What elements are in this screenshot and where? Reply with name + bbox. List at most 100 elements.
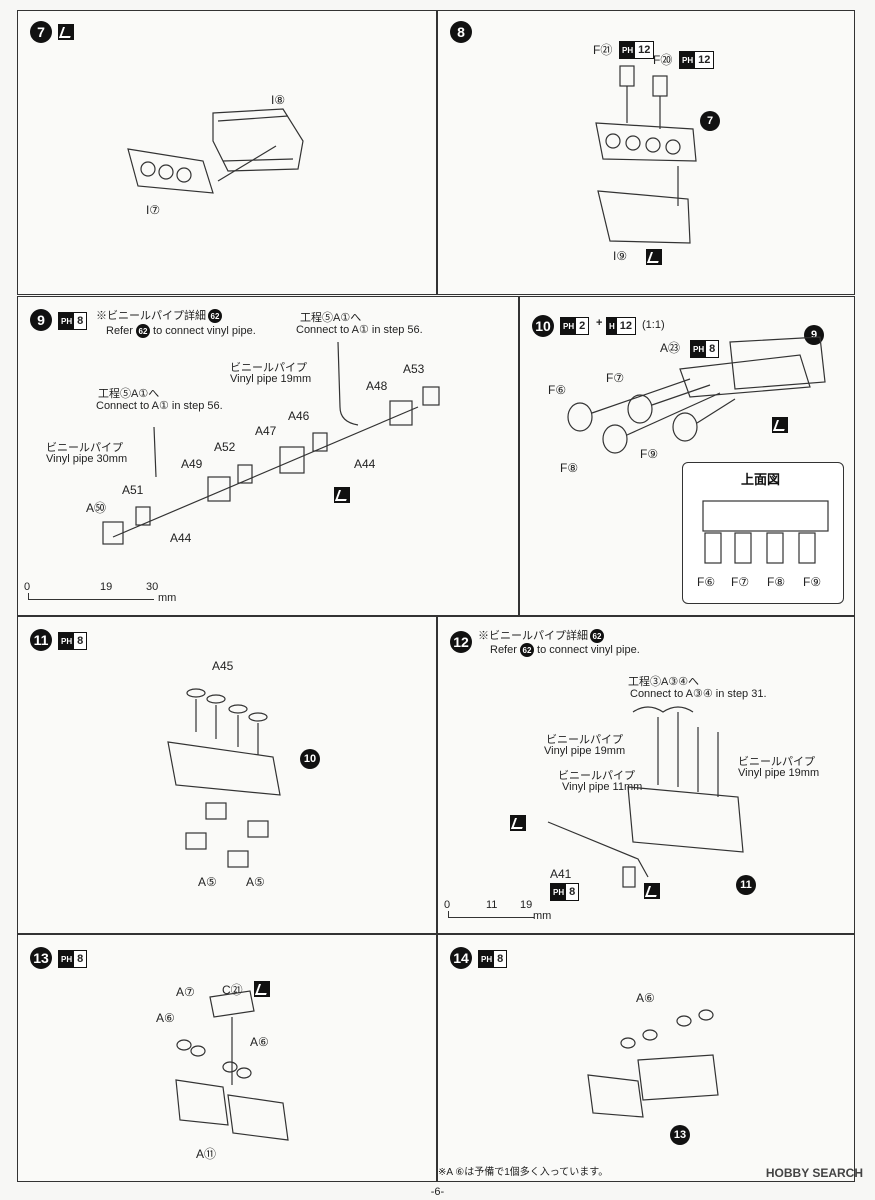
step-number: 8 bbox=[450, 21, 472, 43]
vinyl-pipe-label-en: Vinyl pipe 19mm bbox=[738, 767, 820, 779]
step-ref-badge: 9 bbox=[804, 325, 824, 345]
glue-icon bbox=[510, 815, 526, 831]
step-14-illustration bbox=[587, 1009, 719, 1118]
glue-icon bbox=[646, 249, 662, 265]
part-label: A48 bbox=[366, 379, 388, 393]
step-number: 7 bbox=[30, 21, 52, 43]
vinyl-note-en: Refer 62 to connect vinyl pipe. bbox=[490, 643, 640, 657]
part-label: F⑳ bbox=[653, 53, 673, 67]
step-10-illustration bbox=[567, 336, 826, 454]
step-11-illustration bbox=[167, 688, 281, 868]
connect-note-en: Connect to A① in step 56. bbox=[296, 324, 423, 336]
part-label: A⑥ bbox=[250, 1035, 269, 1049]
step-ref-badge: 10 bbox=[300, 749, 320, 769]
vinyl-pipe-label-jp: ビニールパイプ bbox=[546, 734, 623, 746]
step-8-illustration bbox=[595, 65, 697, 244]
part-label: A45 bbox=[212, 659, 234, 673]
part-label: A⑤ bbox=[198, 875, 217, 889]
part-label: C㉑ bbox=[222, 983, 243, 997]
mix-ratio: (1:1) bbox=[642, 319, 665, 331]
part-label: A51 bbox=[122, 483, 144, 497]
plus-sign: + bbox=[596, 317, 603, 329]
part-label: F⑦ bbox=[606, 371, 625, 385]
glue-icon bbox=[254, 981, 270, 997]
part-label: A49 bbox=[181, 457, 203, 471]
part-label: A⑪ bbox=[196, 1147, 217, 1161]
step-number: 13 bbox=[30, 947, 52, 969]
vinyl-pipe-label-en: Vinyl pipe 19mm bbox=[230, 373, 312, 385]
vinyl-pipe-label-jp: ビニールパイプ bbox=[558, 770, 635, 782]
step-number: 11 bbox=[30, 629, 52, 651]
part-label: A⑥ bbox=[156, 1011, 175, 1025]
part-label: A53 bbox=[403, 362, 425, 376]
part-label: A⑥ bbox=[636, 991, 655, 1005]
part-label: F⑥ bbox=[697, 575, 716, 589]
part-label: A44 bbox=[170, 531, 192, 545]
part-label: F⑨ bbox=[803, 575, 822, 589]
part-label: I⑦ bbox=[146, 203, 161, 217]
part-label: F⑧ bbox=[767, 575, 786, 589]
ruler-tick: 30 bbox=[146, 581, 159, 593]
connect-note-en: Connect to A① in step 56. bbox=[96, 400, 223, 412]
vinyl-pipe-label-en: Vinyl pipe 19mm bbox=[544, 745, 626, 757]
step-number: 9 bbox=[30, 309, 52, 331]
part-label: A㊿ bbox=[86, 501, 107, 515]
part-label: A⑦ bbox=[176, 985, 195, 999]
step-12-illustration bbox=[547, 706, 744, 888]
connect-note-jp: 工程⑤A①へ bbox=[300, 312, 362, 324]
page-number: -6- bbox=[430, 1186, 445, 1198]
connect-note-jp: 工程③A③④へ bbox=[628, 676, 700, 688]
step-7-panel: 7 I⑧ I⑦ bbox=[17, 10, 437, 295]
step-9-illustration bbox=[102, 341, 440, 545]
part-label: A46 bbox=[288, 409, 310, 423]
footnote: ※A ⑥は予備で1個多く入っています。 bbox=[438, 1167, 609, 1178]
step-ref-badge: 13 bbox=[670, 1125, 690, 1145]
watermark: HOBBY SEARCH bbox=[765, 1166, 863, 1180]
step-13-illustration bbox=[175, 990, 289, 1141]
step-ref-badge: 11 bbox=[736, 875, 756, 895]
scale-ruler bbox=[28, 593, 154, 600]
top-view-illustration bbox=[702, 500, 829, 564]
ruler-tick: 0 bbox=[24, 581, 31, 593]
part-label: F⑧ bbox=[560, 461, 579, 475]
part-label: F⑥ bbox=[548, 383, 567, 397]
part-label: A㉓ bbox=[660, 341, 681, 355]
vinyl-pipe-label-en: Vinyl pipe 11mm bbox=[562, 781, 643, 793]
part-label: F⑨ bbox=[640, 447, 659, 461]
vinyl-note-en: Refer 62 to connect vinyl pipe. bbox=[106, 324, 256, 338]
glue-icon bbox=[334, 487, 350, 503]
part-label: I⑧ bbox=[271, 93, 286, 107]
part-label: F⑦ bbox=[731, 575, 750, 589]
part-label: A47 bbox=[255, 424, 277, 438]
top-view-title: 上面図 bbox=[741, 472, 781, 487]
part-label: F㉑ bbox=[593, 43, 613, 57]
ruler-tick: 11 bbox=[486, 899, 498, 911]
step-number: 12 bbox=[450, 631, 472, 653]
part-label: I⑨ bbox=[613, 249, 628, 263]
vinyl-pipe-label-jp: ビニールパイプ bbox=[46, 442, 123, 454]
ruler-tick: 19 bbox=[100, 581, 113, 593]
glue-icon bbox=[772, 417, 788, 433]
part-label: A52 bbox=[214, 440, 236, 454]
top-view-inset: 上面図 F⑥ F⑦ F⑧ F⑨ bbox=[682, 462, 844, 604]
part-label: A⑤ bbox=[246, 875, 265, 889]
connect-note-en: Connect to A③④ in step 31. bbox=[630, 688, 767, 700]
